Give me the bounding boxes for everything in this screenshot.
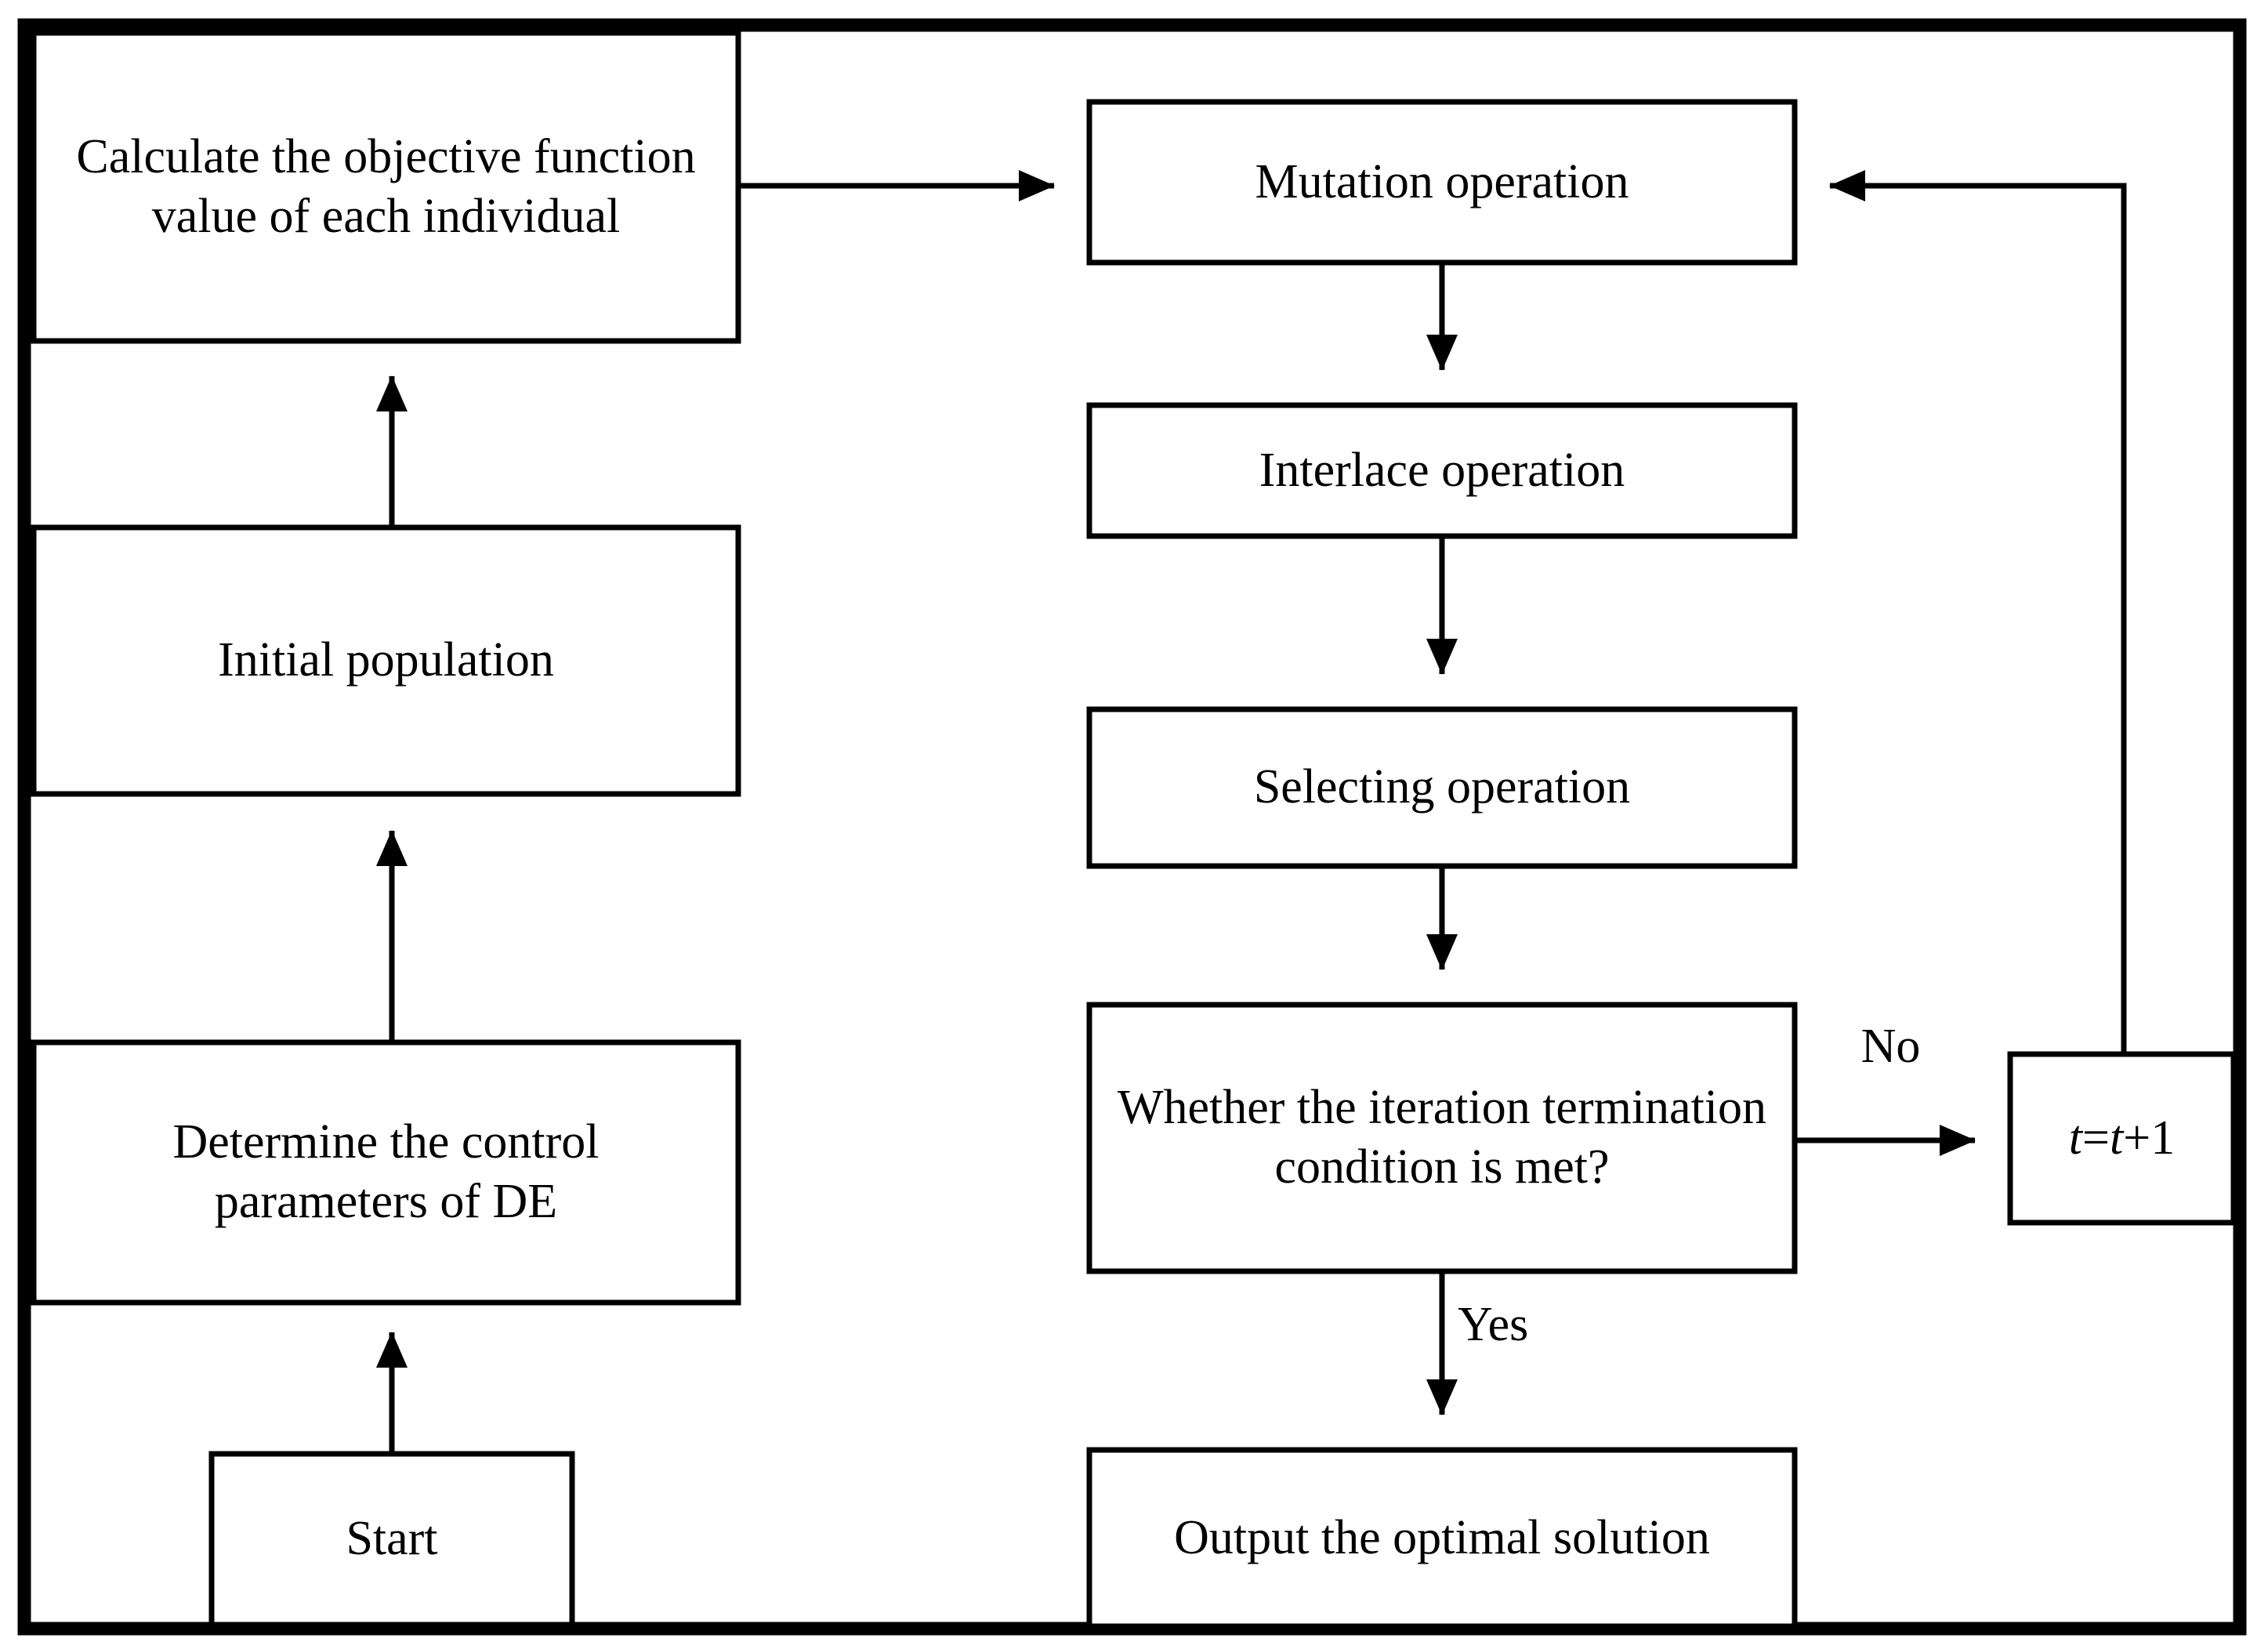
edge-label-no: No [1860, 1020, 1921, 1073]
node-box-start[interactable] [208, 1451, 575, 1628]
node-box-initial-population[interactable] [31, 524, 741, 797]
edge-label-yes: Yes [1458, 1298, 1529, 1351]
node-box-increment-iteration[interactable] [2007, 1051, 2237, 1226]
node-box-selecting-operation[interactable] [1086, 706, 1798, 869]
node-box-calculate-objective[interactable] [31, 30, 741, 344]
edge-increment-to-mutation [1829, 170, 2127, 1054]
node-box-determine-control-parameters[interactable] [31, 1039, 741, 1306]
node-box-termination-condition[interactable] [1086, 1002, 1798, 1274]
node-box-output-optimal-solution[interactable] [1086, 1447, 1798, 1629]
node-box-mutation-operation[interactable] [1086, 99, 1798, 266]
node-box-interlace-operation[interactable] [1086, 402, 1798, 539]
